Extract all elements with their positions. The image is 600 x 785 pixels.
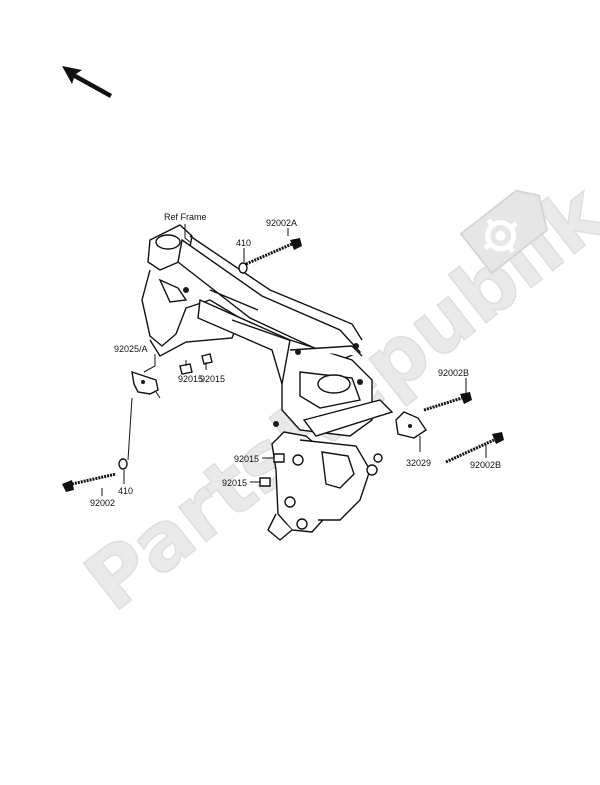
label-32029: 32029 [406, 458, 431, 468]
bolt-92002a [245, 238, 302, 266]
bracket-32029 [395, 411, 427, 439]
nut-92015-c [273, 453, 285, 463]
bracket-92025a [131, 370, 159, 395]
label-410-bottom: 410 [118, 486, 133, 496]
watermark-logo [459, 189, 549, 275]
label-92002b-bottom: 92002B [470, 460, 501, 470]
frame-body [141, 224, 394, 541]
label-92015-c: 92015 [234, 454, 259, 464]
label-410-top: 410 [236, 238, 251, 248]
label-92015-a: 92015 [178, 374, 203, 384]
label-ref-frame: Ref Frame [164, 212, 207, 222]
bolt-92002b-bottom [445, 432, 504, 464]
nut-92015-d [259, 477, 271, 487]
gear-icon [483, 218, 518, 254]
label-92025a: 92025/A [114, 344, 148, 354]
part-labels: Ref Frame 92002A 410 92025/A 92015 92015… [90, 212, 501, 508]
label-92002a: 92002A [266, 218, 297, 228]
washer-410-top [238, 262, 248, 274]
label-92015-d: 92015 [222, 478, 247, 488]
washer-410-bottom [118, 458, 128, 470]
label-92015-b: 92015 [200, 374, 225, 384]
label-92002b-top: 92002B [438, 368, 469, 378]
bolt-92002b-top [423, 392, 472, 412]
nut-92015-b [201, 353, 213, 365]
label-92002: 92002 [90, 498, 115, 508]
arrow-up-left-icon [62, 66, 112, 98]
bolt-92002 [62, 472, 117, 492]
leader-lines [101, 224, 487, 496]
nut-92015-a [179, 363, 193, 375]
